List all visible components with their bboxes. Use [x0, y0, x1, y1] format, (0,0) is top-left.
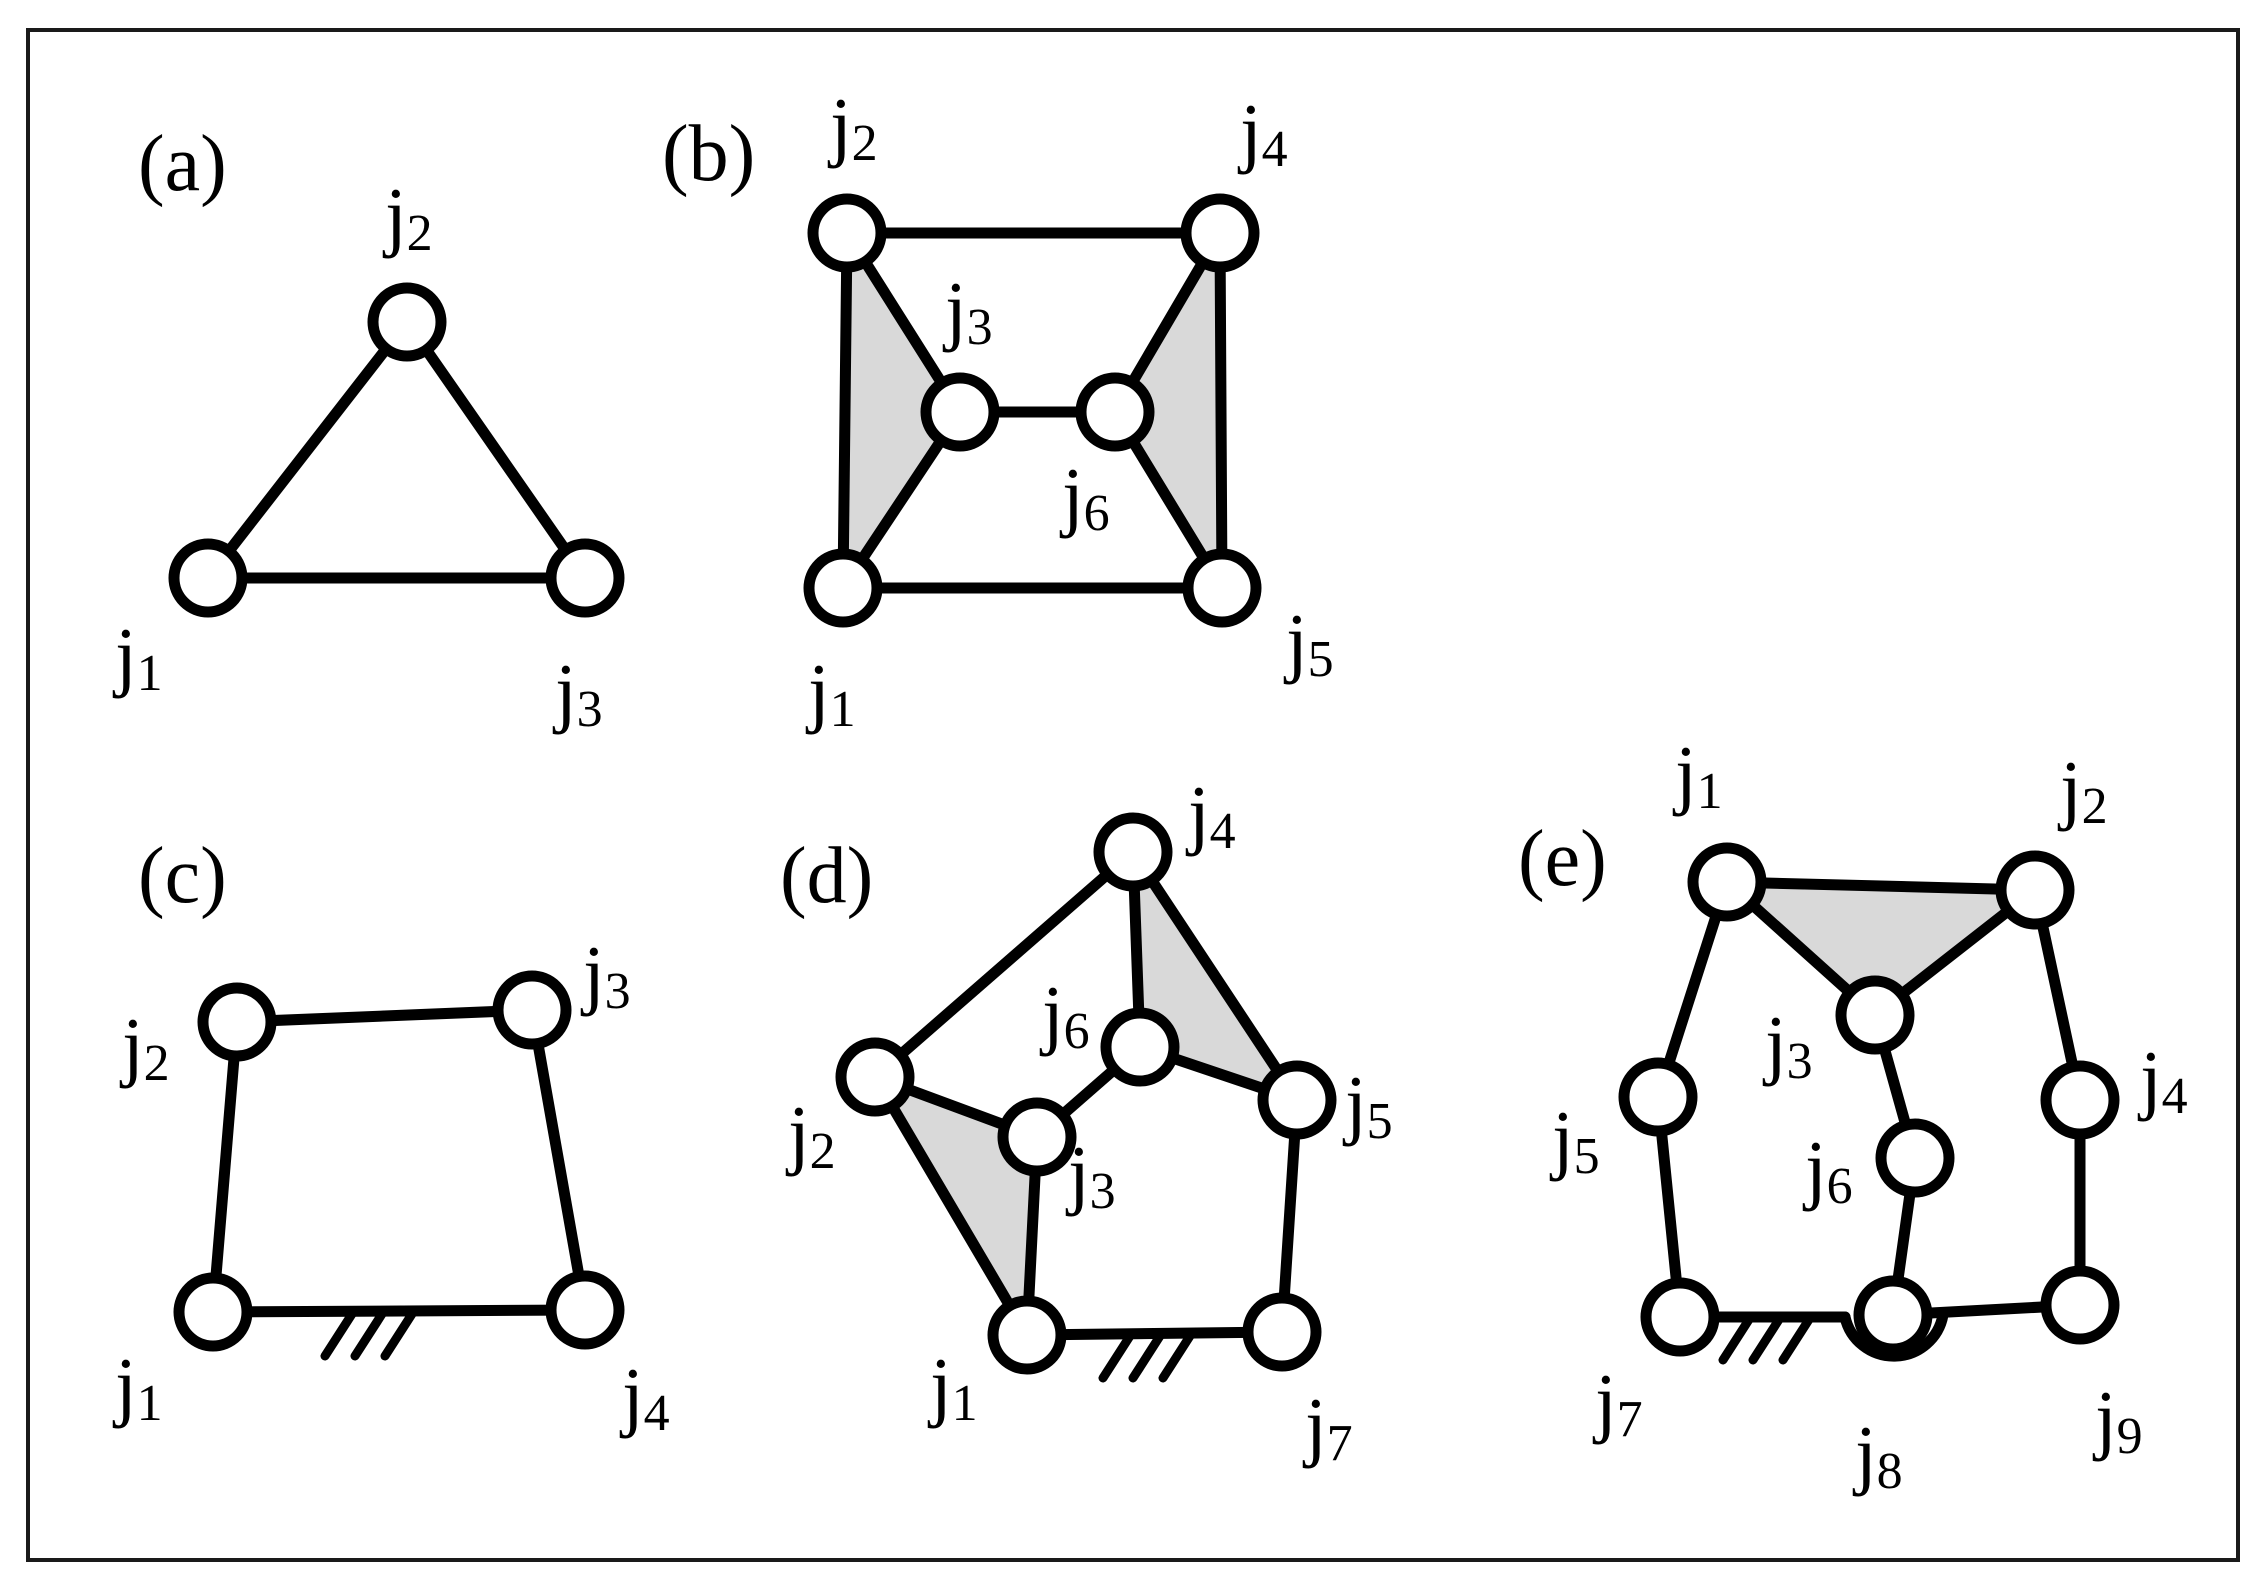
edge-c-j3-j4 [526, 1004, 591, 1316]
joint-a-j1 [168, 538, 248, 618]
edge-d-j2-j4 [869, 846, 1139, 1083]
joint-label-c-j1: j1 [112, 1342, 163, 1432]
joint-d-j4 [1093, 812, 1173, 892]
joint-b-j4 [1180, 193, 1260, 273]
panel-d: (d) j1 j2 j3 j4 j5 j6 j7 [780, 770, 1393, 1472]
joint-label-b-j1: j1 [805, 648, 856, 738]
figure-frame [26, 28, 2240, 1562]
panel-c-label: (c) [138, 832, 227, 920]
joint-e-j8 [1853, 1275, 1933, 1355]
joint-label-a-j2: j2 [382, 172, 433, 262]
joint-b-j5 [1182, 548, 1262, 628]
joint-b-j6 [1075, 372, 1155, 452]
joint-label-e-j1: j1 [1672, 730, 1723, 820]
ground-hatch-c [320, 1309, 417, 1361]
joint-a-j3 [545, 538, 625, 618]
joint-label-e-j6: j6 [1802, 1125, 1853, 1215]
panel-e-label: (e) [1518, 815, 1607, 903]
joint-label-c-j3: j3 [580, 930, 631, 1020]
joint-e-j5 [1618, 1057, 1698, 1137]
joint-label-e-j2: j2 [2057, 745, 2108, 835]
joint-label-d-j5: j5 [1342, 1060, 1393, 1150]
joint-d-j7 [1242, 1292, 1322, 1372]
joint-d-j6 [1100, 1007, 1180, 1087]
link-d-j1-j2-j3 [869, 1071, 1043, 1341]
joint-label-b-j3: j3 [942, 266, 993, 356]
joint-label-d-j6: j6 [1039, 970, 1090, 1060]
panel-c: (c) j1 j2 j3 j4 [112, 832, 670, 1442]
joint-e-j2 [1995, 850, 2075, 930]
edge-c-j1-j4 [207, 1304, 591, 1318]
joint-label-d-j2: j2 [785, 1090, 836, 1180]
edge-c-j1-j2 [207, 1016, 243, 1318]
panel-b: (b) j1 j2 j3 j4 j5 j6 [662, 82, 1334, 738]
joint-c-j2 [197, 982, 277, 1062]
panel-b-label: (b) [662, 110, 755, 198]
joint-label-e-j9: j9 [2092, 1375, 2143, 1465]
joint-e-j6 [1875, 1118, 1955, 1198]
panel-a: (a) j1 j2 j3 [112, 120, 625, 738]
joint-b-j1 [803, 548, 883, 628]
joint-label-e-j8: j8 [1852, 1410, 1903, 1500]
prismatic-guide-e-j8 [1839, 1309, 1949, 1362]
panel-d-label: (d) [780, 832, 873, 920]
joint-label-b-j6: j6 [1059, 452, 1110, 542]
joint-label-c-j4: j4 [619, 1352, 670, 1442]
joint-b-j2 [807, 193, 887, 273]
edge-a-j2-j3 [401, 316, 591, 584]
joint-label-b-j4: j4 [1237, 88, 1288, 178]
joint-c-j4 [545, 1270, 625, 1350]
joint-c-j1 [173, 1272, 253, 1352]
joint-label-d-j7: j7 [1302, 1382, 1353, 1472]
edge-c-j2-j3 [231, 1004, 538, 1028]
link-b-j4-j5-j6 [1109, 227, 1228, 594]
joint-e-j1 [1687, 842, 1767, 922]
joint-c-j3 [492, 970, 572, 1050]
joint-label-b-j5: j5 [1283, 598, 1334, 688]
joint-label-e-j3: j3 [1762, 1000, 1813, 1090]
joint-e-j4 [2040, 1060, 2120, 1140]
joint-d-j2 [835, 1037, 915, 1117]
link-b-j1-j2-j3 [837, 227, 966, 594]
joint-label-d-j1: j1 [927, 1342, 978, 1432]
joint-label-e-j7: j7 [1592, 1358, 1643, 1448]
joint-label-e-j4: j4 [2137, 1035, 2188, 1125]
joint-d-j5 [1257, 1060, 1337, 1140]
ground-hatch-e [1718, 1313, 1815, 1365]
joint-label-d-j4: j4 [1185, 770, 1236, 860]
joint-label-a-j1: j1 [112, 612, 163, 702]
joint-e-j7 [1640, 1277, 1720, 1357]
panel-a-label: (a) [138, 120, 227, 208]
joint-b-j3 [920, 372, 1000, 452]
joint-label-b-j2: j2 [827, 82, 878, 172]
joint-e-j9 [2040, 1265, 2120, 1345]
joint-label-d-j3: j3 [1065, 1130, 1116, 1220]
ground-hatch-d [1098, 1331, 1195, 1383]
joint-d-j3 [997, 1097, 1077, 1177]
panel-e: (e) j1 j2 j3 j4 j5 j6 j7 j8 j9 [1518, 730, 2188, 1500]
edge-d-j1-j7 [1021, 1326, 1288, 1341]
joint-label-c-j2: j2 [119, 1002, 170, 1092]
joint-e-j3 [1835, 975, 1915, 1055]
edge-a-j1-j2 [202, 316, 413, 584]
joint-label-e-j5: j5 [1549, 1095, 1600, 1185]
link-e-j1-j2-j3 [1721, 876, 2041, 1021]
joint-label-a-j3: j3 [552, 648, 603, 738]
joint-a-j2 [367, 282, 447, 362]
joint-d-j1 [987, 1295, 1067, 1375]
